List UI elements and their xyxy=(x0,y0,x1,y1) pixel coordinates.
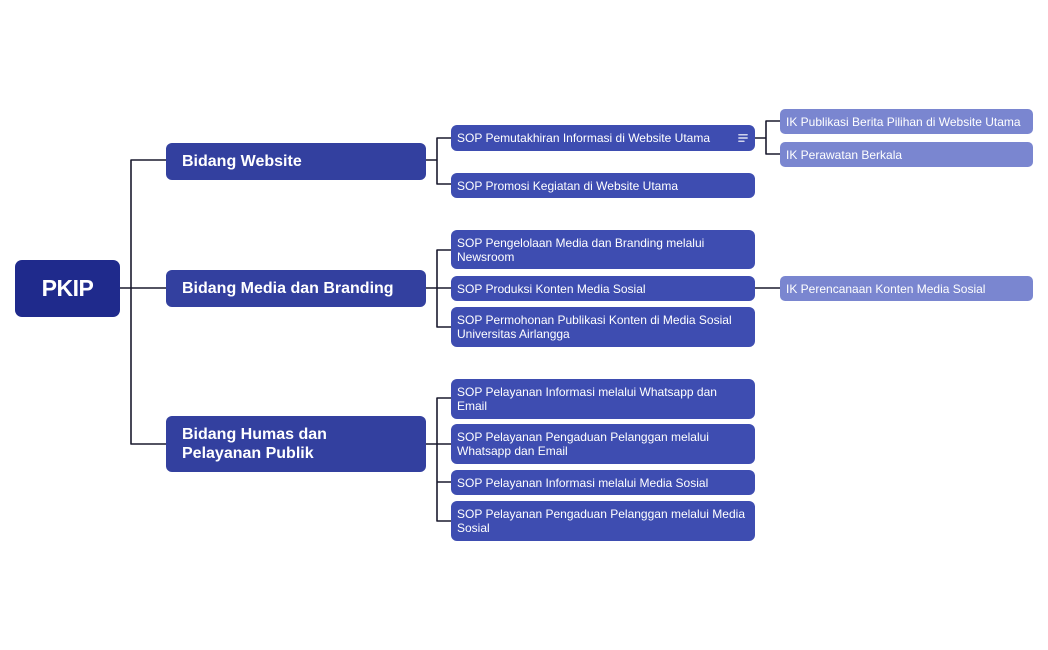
connector-branch-media xyxy=(425,249,452,328)
sop-label: SOP Pemutakhiran Informasi di Website Ut… xyxy=(457,131,710,145)
connector-sop-pemutakhiran xyxy=(754,120,781,155)
sop-label: SOP Pelayanan Informasi melalui Media So… xyxy=(457,475,709,490)
branch-label: Bidang Humas dan Pelayanan Publik xyxy=(182,426,327,462)
sop-label: SOP Pelayanan Pengaduan Pelanggan melalu… xyxy=(457,507,745,535)
root-node[interactable]: PKIP xyxy=(15,260,120,317)
branch-label: Bidang Website xyxy=(182,153,302,170)
ik-node-perawatan-berkala[interactable]: IK Perawatan Berkala xyxy=(780,142,1033,167)
sop-node-pengelolaan-media[interactable]: SOP Pengelolaan Media dan Branding melal… xyxy=(451,230,755,269)
connector-branch-website xyxy=(425,137,452,185)
sop-node-pengaduan-whatsapp[interactable]: SOP Pelayanan Pengaduan Pelanggan melalu… xyxy=(451,424,755,464)
ik-label: IK Publikasi Berita Pilihan di Website U… xyxy=(786,114,1021,129)
note-icon[interactable] xyxy=(738,133,748,143)
branch-node-website[interactable]: Bidang Website xyxy=(166,143,426,180)
branch-node-humas-pelayanan[interactable]: Bidang Humas dan Pelayanan Publik xyxy=(166,416,426,472)
ik-label: IK Perencanaan Konten Media Sosial xyxy=(786,281,986,296)
sop-label: SOP Pengelolaan Media dan Branding melal… xyxy=(457,235,705,264)
connector-branch-humas xyxy=(425,397,452,522)
sop-node-pelayanan-informasi-whatsapp[interactable]: SOP Pelayanan Informasi melalui Whatsapp… xyxy=(451,379,755,419)
sop-node-pemutakhiran[interactable]: SOP Pemutakhiran Informasi di Website Ut… xyxy=(451,125,755,151)
sop-label: SOP Pelayanan Informasi melalui Whatsapp… xyxy=(457,385,717,413)
sop-node-pengaduan-medsos[interactable]: SOP Pelayanan Pengaduan Pelanggan melalu… xyxy=(451,501,755,541)
sop-node-permohonan-publikasi[interactable]: SOP Permohonan Publikasi Konten di Media… xyxy=(451,307,755,347)
sop-node-promosi-kegiatan[interactable]: SOP Promosi Kegiatan di Website Utama xyxy=(451,173,755,198)
branch-label: Bidang Media dan Branding xyxy=(182,280,394,297)
branch-node-media-branding[interactable]: Bidang Media dan Branding xyxy=(166,270,426,307)
sop-node-pelayanan-informasi-medsos[interactable]: SOP Pelayanan Informasi melalui Media So… xyxy=(451,470,755,495)
sop-node-produksi-konten[interactable]: SOP Produksi Konten Media Sosial xyxy=(451,276,755,301)
connector-root xyxy=(119,159,167,445)
sop-label: SOP Promosi Kegiatan di Website Utama xyxy=(457,178,678,193)
ik-node-perencanaan-konten[interactable]: IK Perencanaan Konten Media Sosial xyxy=(780,276,1033,301)
root-label: PKIP xyxy=(41,275,94,301)
ik-node-publikasi-berita[interactable]: IK Publikasi Berita Pilihan di Website U… xyxy=(780,109,1033,134)
sop-label: SOP Permohonan Publikasi Konten di Media… xyxy=(457,313,732,341)
sop-label: SOP Pelayanan Pengaduan Pelanggan melalu… xyxy=(457,430,709,458)
ik-label: IK Perawatan Berkala xyxy=(786,147,903,162)
sop-label: SOP Produksi Konten Media Sosial xyxy=(457,281,646,296)
